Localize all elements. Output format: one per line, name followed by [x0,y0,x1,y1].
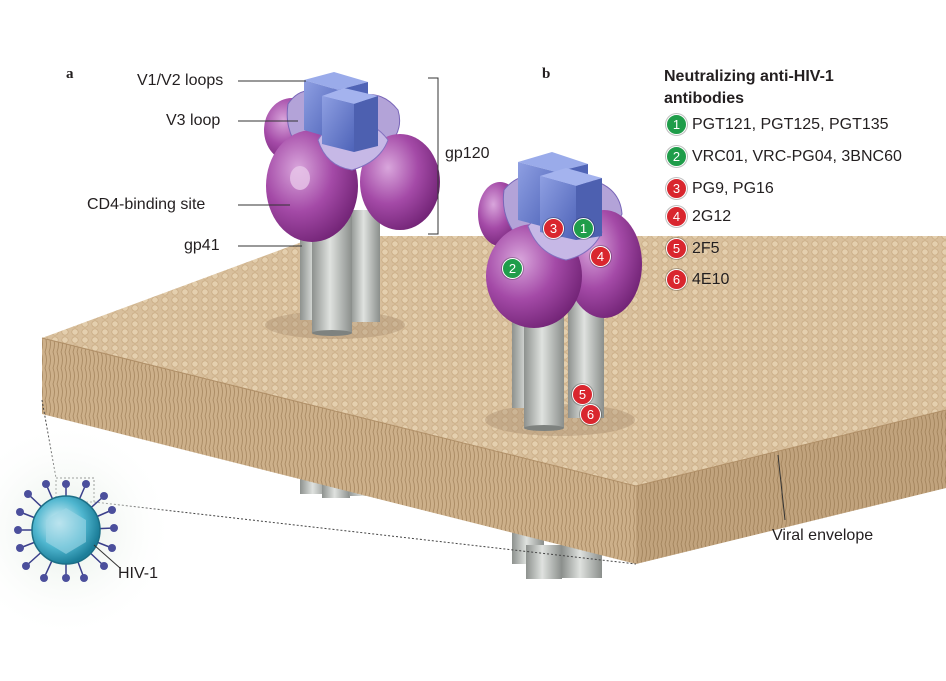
epitope-marker-2: 2 [502,258,523,279]
label-hiv-1: HIV-1 [118,565,159,582]
legend-badge-6: 6 [666,269,687,290]
viral-membrane [41,236,946,564]
epitope-marker-1: 1 [573,218,594,239]
legend-item-5: 5 2F5 [666,238,720,259]
legend-title-line2: antibodies [664,90,745,107]
legend-text-2: VRC01, VRC-PG04, 3BNC60 [692,147,902,165]
hiv-particle [0,420,176,640]
legend-badge-2: 2 [666,146,687,167]
legend-badge-1: 1 [666,114,687,135]
legend-badge-4: 4 [666,206,687,227]
epitope-marker-5: 5 [572,384,593,405]
label-gp120: gp120 [445,145,490,162]
legend-item-6: 6 4E10 [666,269,729,290]
label-viral-envelope: Viral envelope [772,527,874,544]
legend-badge-5: 5 [666,238,687,259]
panel-label-b: b [542,66,551,82]
epitope-marker-4: 4 [590,246,611,267]
v1v2-loops-a [304,72,378,152]
legend-title-line1: Neutralizing anti-HIV-1 [664,68,834,85]
legend-item-3: 3 PG9, PG16 [666,178,774,199]
legend-badge-3: 3 [666,178,687,199]
legend-item-1: 1 PGT121, PGT125, PGT135 [666,114,889,135]
legend-text-3: PG9, PG16 [692,179,774,197]
legend-title: Neutralizing anti-HIV-1 antibodies [664,66,834,110]
label-gp41: gp41 [184,237,220,254]
epitope-marker-3: 3 [543,218,564,239]
legend-text-6: 4E10 [692,270,730,288]
epitope-marker-6: 6 [580,404,601,425]
leader-lines [238,77,786,521]
legend-item-2: 2 VRC01, VRC-PG04, 3BNC60 [666,146,902,167]
label-v3-loop: V3 loop [166,112,221,129]
legend-text-5: 2F5 [692,239,720,257]
legend-text-4: 2G12 [692,207,732,225]
legend-text-1: PGT121, PGT125, PGT135 [692,115,889,133]
label-cd4-binding-site: CD4-binding site [87,196,206,213]
label-v1v2-loops: V1/V2 loops [137,72,224,89]
legend-item-4: 4 2G12 [666,206,731,227]
panel-label-a: a [66,66,74,82]
